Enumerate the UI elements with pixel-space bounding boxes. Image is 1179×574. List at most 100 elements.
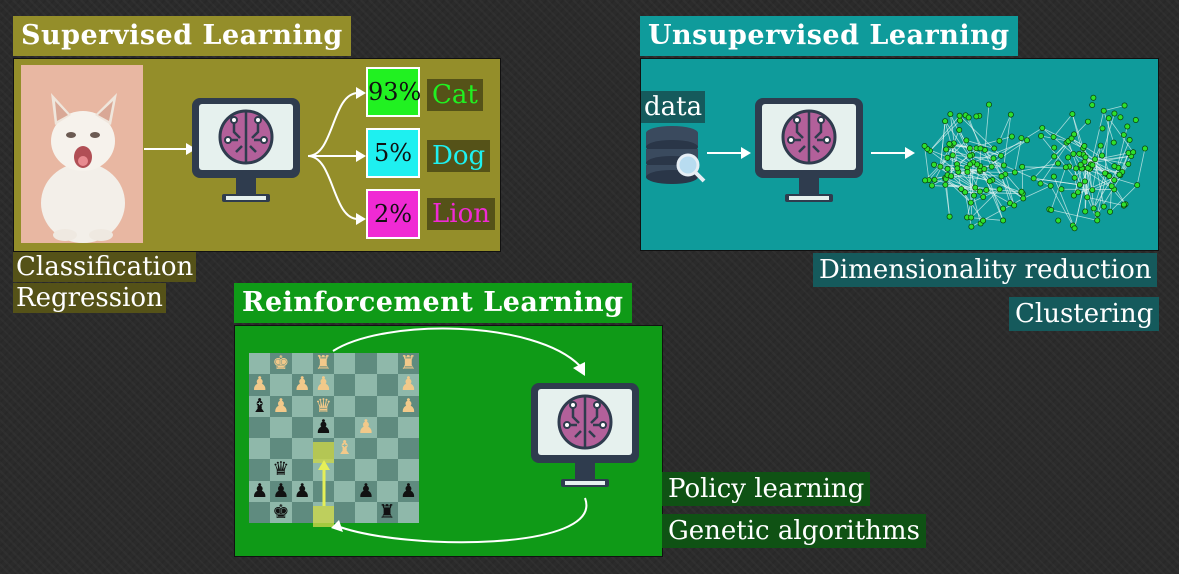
- graph-node: [1111, 110, 1118, 117]
- branch-arrows-icon: [307, 87, 366, 225]
- prediction-label-dog: Dog: [427, 140, 491, 172]
- supervised-tag-classification: Classification: [13, 252, 197, 282]
- graph-node: [1081, 143, 1088, 149]
- data-label: data: [641, 91, 706, 123]
- board-square: [355, 353, 377, 375]
- kitten-photo: [21, 65, 143, 243]
- graph-edge: [970, 189, 1000, 218]
- chess-piece-icon: ♟: [357, 415, 375, 438]
- graph-node: [1116, 171, 1123, 178]
- graph-edge: [1104, 118, 1110, 174]
- graph-edge: [1109, 184, 1138, 213]
- board-square: [397, 501, 419, 523]
- board-square: [355, 438, 377, 460]
- graph-edge: [1067, 157, 1088, 198]
- graph-node: [1142, 145, 1148, 152]
- graph-edge: [934, 179, 980, 192]
- graph-node: [1100, 203, 1107, 210]
- graph-edge: [1001, 176, 1011, 204]
- graph-node: [1099, 125, 1106, 132]
- board-square: [355, 501, 377, 523]
- graph-edge: [927, 148, 959, 173]
- board-square: [376, 374, 398, 396]
- graph-node: [1019, 163, 1026, 170]
- graph-node: [1050, 133, 1057, 140]
- graph-node: [1051, 144, 1058, 151]
- graph-node: [954, 165, 961, 172]
- graph-edge: [1050, 167, 1067, 211]
- graph-node: [1108, 183, 1115, 190]
- graph-node: [1047, 182, 1054, 189]
- graph-node: [986, 178, 993, 185]
- graph-node: [956, 127, 963, 133]
- graph-node: [998, 152, 1005, 159]
- graph-node: [931, 161, 937, 168]
- graph-node: [1018, 188, 1025, 195]
- graph-node: [1102, 170, 1108, 177]
- unsupervised-tag-dimensionality-reduction: Dimensionality reduction: [813, 253, 1158, 287]
- board-square: [334, 374, 356, 396]
- graph-node: [1107, 208, 1114, 215]
- brain-chip-monitor-icon: [531, 383, 639, 487]
- prediction-percent-dog: 5%: [366, 128, 420, 178]
- graph-node: [977, 145, 984, 152]
- graph-edge: [1042, 127, 1084, 149]
- arrow-right-icon: [707, 147, 751, 159]
- graph-node: [972, 184, 979, 191]
- unsupervised-tag-clustering: Clustering: [1009, 297, 1160, 331]
- graph-node: [1023, 137, 1030, 144]
- board-square: [376, 480, 398, 502]
- board-square: [291, 416, 313, 438]
- graph-edge: [1074, 181, 1086, 229]
- graph-node: [1089, 187, 1096, 194]
- graph-node: [968, 223, 975, 230]
- graph-node: [991, 145, 998, 152]
- graph-node: [1048, 207, 1055, 213]
- board-square: ♟: [270, 480, 292, 502]
- graph-node: [1111, 177, 1118, 184]
- chess-piece-icon: ♟: [399, 373, 417, 396]
- graph-node: [1121, 102, 1128, 109]
- board-square: ♟: [249, 480, 271, 502]
- graph-node: [1030, 175, 1037, 182]
- board-square: [376, 395, 398, 417]
- graph-edge: [1073, 168, 1083, 196]
- graph-node: [965, 114, 972, 121]
- graph-node: [942, 118, 949, 125]
- graph-node: [928, 182, 935, 189]
- graph-node: [1050, 173, 1057, 180]
- chess-piece-icon: ♟: [399, 479, 417, 502]
- prediction-percent-lion: 2%: [366, 189, 420, 239]
- graph-node: [1008, 133, 1015, 140]
- chess-piece-icon: ♚: [272, 352, 290, 375]
- graph-edge: [924, 145, 930, 181]
- graph-node: [1117, 114, 1124, 121]
- board-square: ♝: [334, 438, 356, 460]
- board-square: [334, 416, 356, 438]
- graph-node: [1094, 217, 1101, 224]
- board-square: ♛: [312, 395, 334, 417]
- board-square: ♟: [397, 373, 419, 396]
- graph-node: [1124, 123, 1131, 130]
- graph-edge: [973, 139, 1028, 163]
- board-square: ♝: [249, 395, 271, 417]
- chess-piece-icon: ♟: [293, 373, 311, 396]
- board-square: [249, 353, 271, 375]
- graph-node: [1106, 173, 1113, 180]
- feedback-arrows-icon: [313, 327, 588, 544]
- graph-node: [964, 168, 971, 175]
- board-square: ♜: [397, 353, 419, 375]
- arrow-right-icon: [871, 147, 915, 159]
- graph-node: [1090, 94, 1097, 101]
- graph-node: [958, 186, 965, 192]
- graph-node: [998, 173, 1005, 180]
- graph-node: [1011, 202, 1018, 209]
- graph-edge: [952, 154, 971, 165]
- graph-node: [1120, 131, 1127, 138]
- chess-piece-icon: ♜: [378, 500, 396, 523]
- graph-node: [1125, 149, 1132, 156]
- graph-node: [944, 154, 951, 161]
- chess-piece-icon: ♟: [357, 479, 375, 502]
- board-square: [270, 374, 292, 396]
- supervised-panel: 93% Cat 5% Dog 2% Lion: [13, 58, 501, 252]
